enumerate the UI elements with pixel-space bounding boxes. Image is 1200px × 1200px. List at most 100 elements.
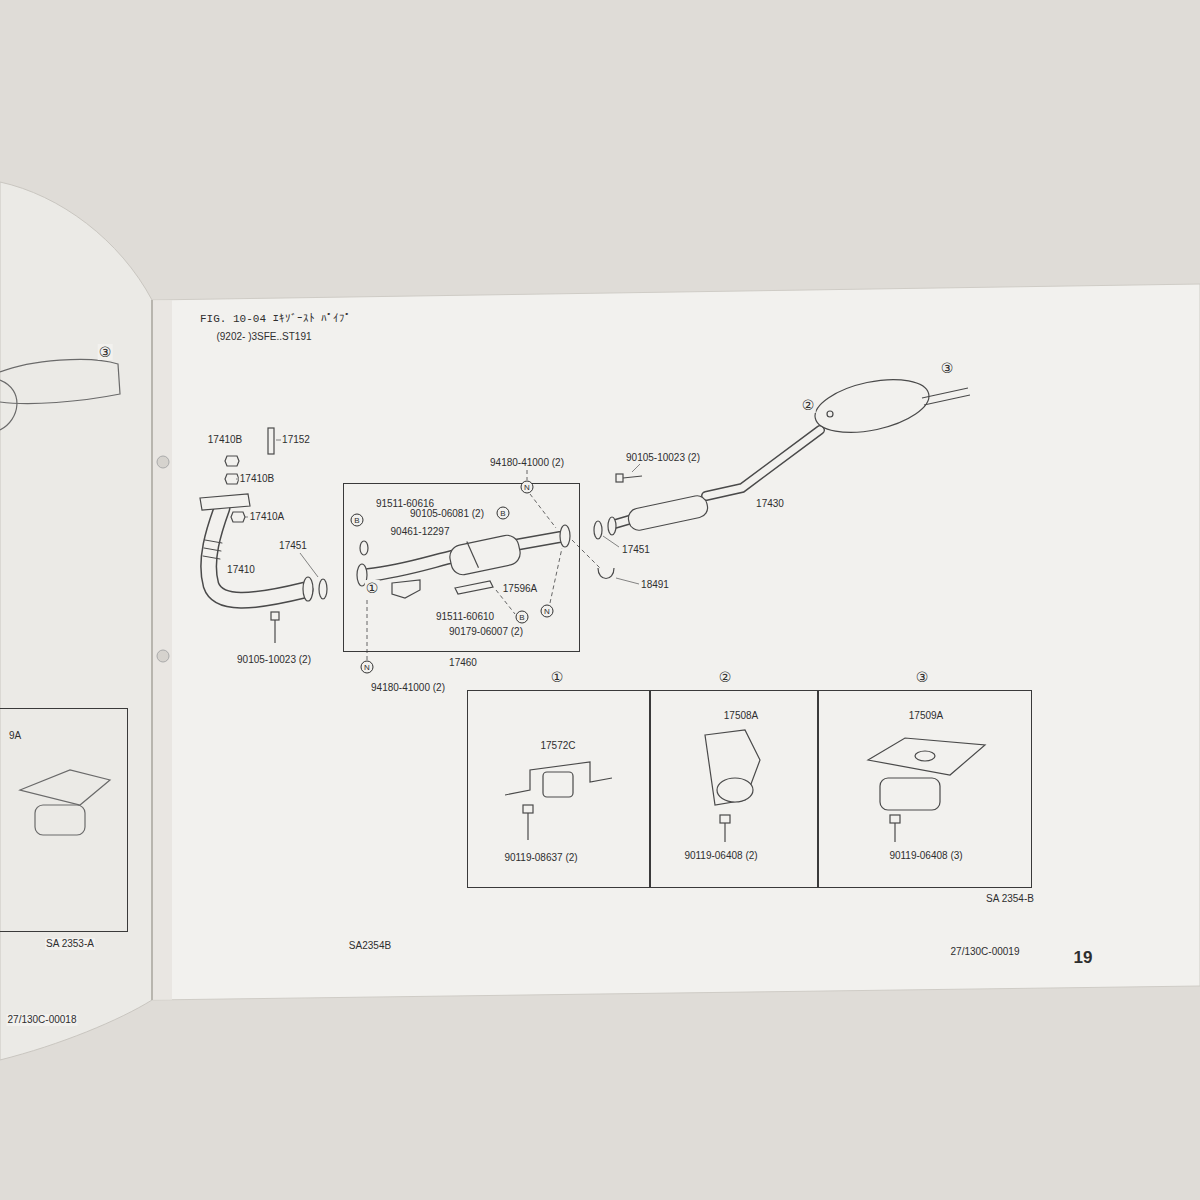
leader-line xyxy=(632,464,640,472)
part-number: 90105-10023 (2) xyxy=(625,452,701,464)
bolt-shank xyxy=(527,813,528,840)
inlet-pipe-inner xyxy=(368,556,455,575)
nut xyxy=(225,456,239,466)
fastener-mark: B xyxy=(516,611,529,624)
bolt-shank xyxy=(724,823,725,842)
binder-hole xyxy=(157,456,169,468)
flex-joint-line xyxy=(205,540,222,543)
spine-shade xyxy=(152,300,172,1000)
fastener-mark: B xyxy=(497,507,510,520)
bracket-outline xyxy=(20,770,110,805)
fastener-mark: N xyxy=(521,481,534,494)
rubber-mount xyxy=(880,778,940,810)
part-number: 17460 xyxy=(449,657,477,669)
part-number: 90179-06007 (2) xyxy=(448,626,524,638)
bolt-shank xyxy=(623,476,642,478)
part-number: 90105-10023 (2) xyxy=(236,654,312,666)
front-pipe xyxy=(209,508,305,600)
fastener-mark: N xyxy=(361,661,374,674)
part-number: 17596A xyxy=(502,583,538,595)
detail-frame: 9A xyxy=(0,708,128,932)
nut xyxy=(225,474,239,484)
part-number: 18491 xyxy=(640,579,670,591)
binder-hole xyxy=(157,650,169,662)
part-number: 17509A xyxy=(909,710,943,722)
fastener-mark: N xyxy=(541,605,554,618)
figure-code: SA 2354-B xyxy=(985,893,1035,905)
bolt-head xyxy=(616,474,623,482)
sub-muffler xyxy=(627,494,710,532)
rubber-mount xyxy=(35,805,85,835)
tail-pipe-end xyxy=(922,388,970,405)
figure-code: SA2354B xyxy=(348,940,392,952)
stud-bolt xyxy=(268,428,274,454)
dashed-leader xyxy=(367,600,368,660)
nut xyxy=(231,512,245,522)
bolt-shank xyxy=(274,620,275,643)
converter-seam xyxy=(467,540,479,569)
figure-title: FIG. 10-04 ｴｷｿﾞｰｽﾄ ﾊﾟｲﾌﾟ xyxy=(200,313,351,325)
part-number: 17572C xyxy=(540,740,575,752)
bolt-shank xyxy=(894,823,895,842)
hanger-bracket xyxy=(392,580,420,598)
fastener-mark: B xyxy=(351,514,364,527)
bolt-head xyxy=(271,612,279,620)
model-code: (9202- )3SFE..ST191 xyxy=(215,331,312,343)
inlet-pipe xyxy=(368,556,455,575)
page-number: 19 xyxy=(1074,948,1093,967)
leader-line xyxy=(300,553,318,577)
part-number: 94180-41000 (2) xyxy=(370,682,446,694)
main-muffler xyxy=(810,370,933,441)
callout-number: ② xyxy=(801,397,816,413)
page-code: 27/130C-00018 xyxy=(7,1014,78,1026)
part-number: 17451 xyxy=(278,540,308,552)
hanger-point xyxy=(827,411,833,417)
callout-number: ① xyxy=(365,580,380,596)
flex-joint-line xyxy=(203,556,220,559)
part-number: 94180-41000 (2) xyxy=(489,457,565,469)
part-number: 90461-12297 xyxy=(390,526,451,538)
part-number: 17152 xyxy=(281,434,311,446)
dashed-leader xyxy=(572,540,600,568)
page-code: 27/130C-00019 xyxy=(950,946,1021,958)
dashed-leader xyxy=(530,494,556,528)
part-number: 17410B xyxy=(207,434,243,446)
heat-insulator xyxy=(455,581,493,594)
part-number: 90119-06408 (2) xyxy=(684,850,757,862)
detail-cell: ②17508A90119-06408 (2) xyxy=(650,690,818,888)
part-number: 9A xyxy=(9,730,21,742)
outlet-pipe xyxy=(515,537,560,545)
clamp xyxy=(598,568,614,579)
leader-line xyxy=(245,517,248,518)
manifold-flange xyxy=(200,494,250,510)
figure-code: SA 2353-A xyxy=(45,938,95,950)
muffler-outline xyxy=(0,359,120,403)
catalytic-converter xyxy=(448,533,523,577)
part-number: 90119-06408 (3) xyxy=(889,850,962,862)
callout-number: ② xyxy=(719,669,732,685)
hanger-bracket xyxy=(705,730,760,805)
gasket-ring xyxy=(594,521,602,539)
left-page xyxy=(0,182,152,1060)
pipe-flange xyxy=(608,517,616,535)
part-number: 17410A xyxy=(249,511,285,523)
gasket-ring xyxy=(360,541,368,555)
bolt-head xyxy=(720,815,730,823)
callout-number: ③ xyxy=(98,344,113,360)
bolt-head xyxy=(523,805,533,813)
part-number: 17430 xyxy=(755,498,785,510)
callout-number: ③ xyxy=(916,669,929,685)
part-number: 90119-08637 (2) xyxy=(504,852,577,864)
part-number: 90105-06081 (2) xyxy=(409,508,485,520)
rubber-mount xyxy=(543,772,573,797)
part-number: 17410B xyxy=(239,473,275,485)
part-number: 17451 xyxy=(621,544,651,556)
part-number: 91511-60610 xyxy=(435,611,495,623)
part-number: 17508A xyxy=(724,710,758,722)
dashed-leader xyxy=(550,548,562,603)
part-number: 17410 xyxy=(226,564,256,576)
leader-line xyxy=(603,536,619,547)
spine-line xyxy=(151,300,153,1000)
front-pipe-inner xyxy=(209,508,305,600)
